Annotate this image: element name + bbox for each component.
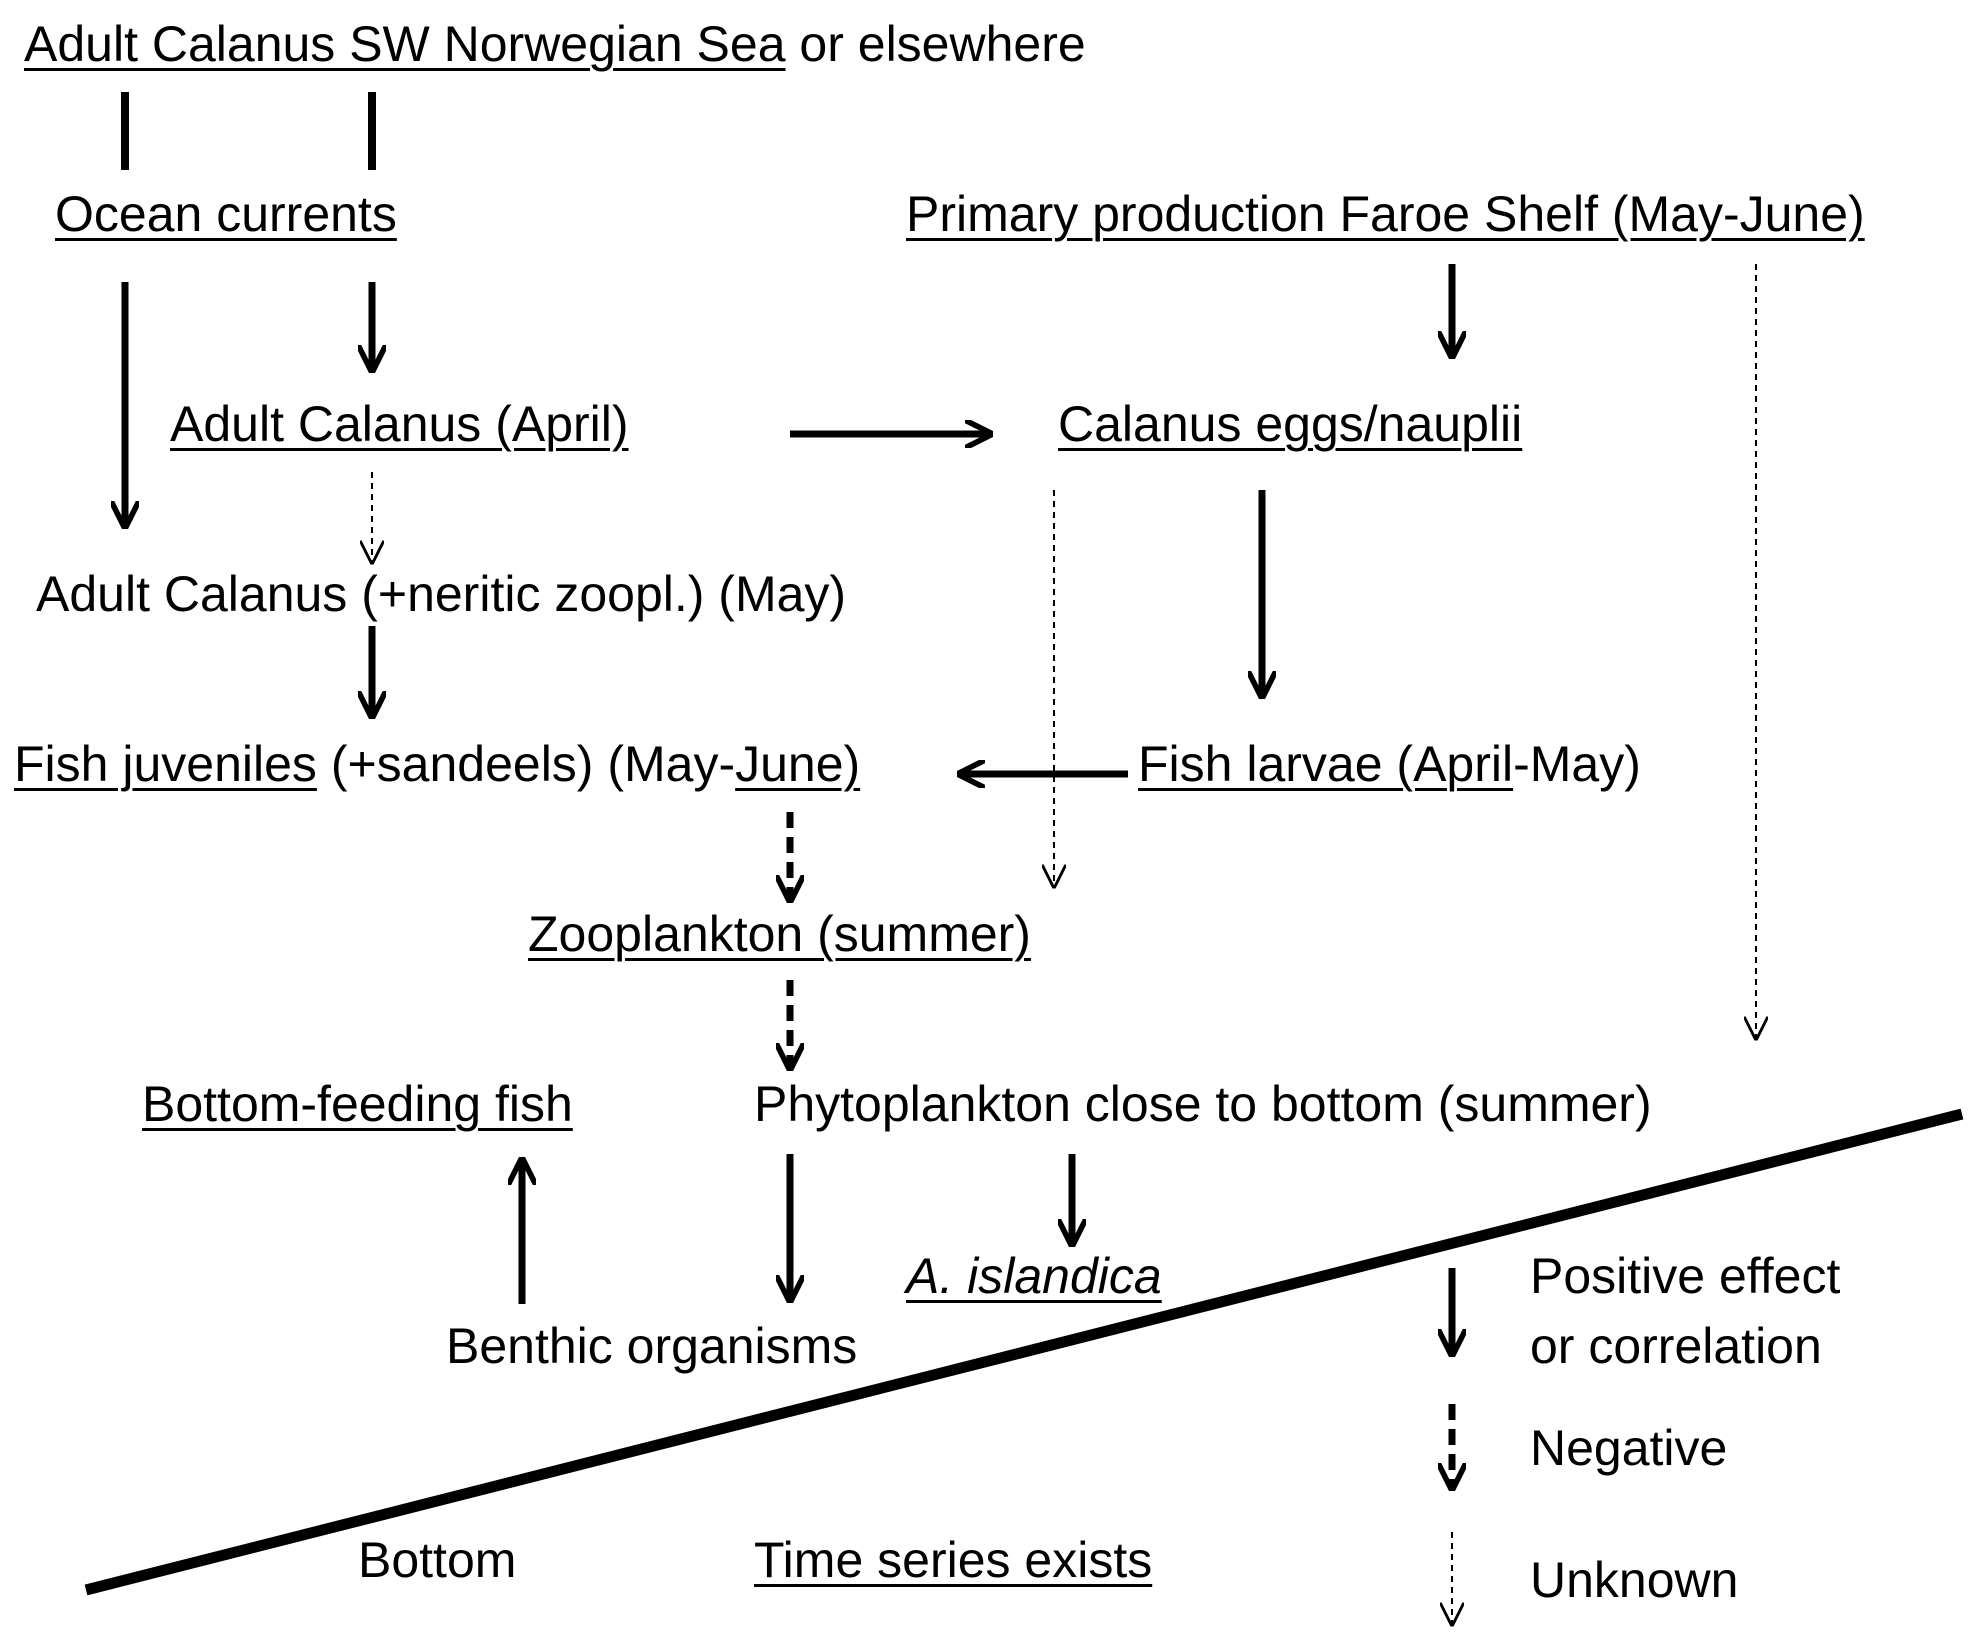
node-calanus-eggs: Calanus eggs/nauplii (1058, 396, 1523, 452)
node-adult-calanus-sw-title: Adult Calanus SW Norwegian Sea (24, 16, 786, 72)
node-benthic-organisms: Benthic organisms (446, 1318, 858, 1374)
node-fish-larvae-month: -May) (1513, 736, 1641, 792)
legend-positive-line2: or correlation (1530, 1318, 1822, 1374)
node-fish-larvae-name: Fish larvae (April (1138, 736, 1514, 792)
node-fish-juveniles-month: June) (735, 736, 861, 792)
legend-negative: Negative (1530, 1420, 1728, 1476)
node-adult-calanus-may: Adult Calanus (+neritic zoopl.) (May) (36, 564, 846, 624)
legend-unknown: Unknown (1530, 1552, 1739, 1608)
node-adult-calanus-april: Adult Calanus (April) (170, 396, 629, 452)
node-phytoplankton: Phytoplankton close to bottom (summer) (754, 1076, 1652, 1132)
node-adult-calanus-may-detail: (+neritic zoopl.) (May) (361, 566, 847, 622)
node-a-islandica: A. islandica (906, 1248, 1162, 1304)
node-ocean-currents: Ocean currents (55, 186, 397, 242)
label-bottom: Bottom (358, 1532, 517, 1588)
node-zooplankton: Zooplankton (summer) (528, 906, 1031, 962)
seabed-line (84, 1108, 1964, 1596)
node-fish-juveniles-detail: (+sandeels) (May- (330, 736, 736, 792)
node-fish-larvae: Fish larvae (April-May) (1138, 734, 1641, 794)
node-fish-juveniles: Fish juveniles (+sandeels) (May-June) (14, 734, 860, 794)
node-bottom-feeding-fish: Bottom-feeding fish (142, 1076, 573, 1132)
node-primary-production: Primary production Faroe Shelf (May-June… (906, 186, 1865, 242)
node-adult-calanus-may-name: Adult Calanus (36, 566, 348, 622)
node-adult-calanus-sw: Adult Calanus SW Norwegian Sea or elsewh… (24, 14, 1086, 74)
label-time-series-exists: Time series exists (754, 1532, 1153, 1588)
legend-positive-line1: Positive effect (1530, 1248, 1841, 1304)
node-adult-calanus-sw-suffix: or elsewhere (799, 16, 1086, 72)
node-fish-juveniles-name: Fish juveniles (14, 736, 317, 792)
